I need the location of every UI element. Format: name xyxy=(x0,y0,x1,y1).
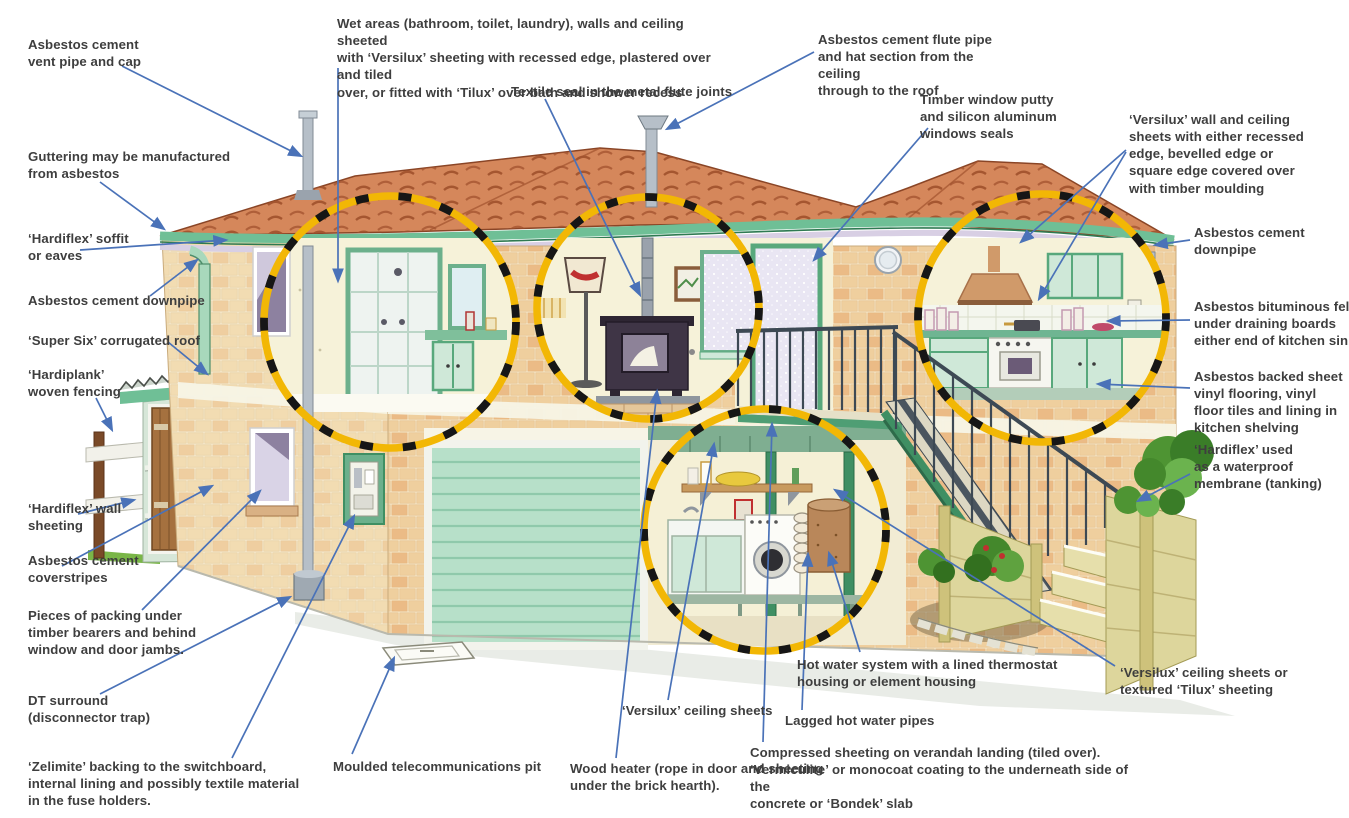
vanity-counter xyxy=(425,330,507,340)
ground-line xyxy=(177,565,1177,659)
ring-living-room xyxy=(533,193,763,423)
brick-sill xyxy=(245,505,299,517)
arrow-hardiflex-wall xyxy=(77,497,137,515)
lamp-pole xyxy=(584,292,588,382)
telecom-pit xyxy=(381,641,476,666)
arrow-versilux-wall xyxy=(1019,149,1127,244)
vent-pipe xyxy=(302,115,314,197)
roof xyxy=(159,147,1175,241)
bathroom-cutaway xyxy=(264,238,516,412)
green-downpipe xyxy=(198,263,211,375)
vent-pipe-collar xyxy=(294,190,322,200)
shower-screen xyxy=(345,247,443,400)
roof-pipes xyxy=(294,110,669,208)
toiletry-bottle xyxy=(465,311,475,331)
arrow-dt-surround xyxy=(99,595,293,695)
flute-pipe-hat xyxy=(637,115,669,130)
arrow-bituminous-felt xyxy=(1105,314,1191,327)
arrow-hardiplank-fencing xyxy=(95,397,114,433)
shower-head xyxy=(394,268,402,276)
heater-handle xyxy=(689,349,695,355)
cooking-pot xyxy=(1014,320,1040,331)
arrow-versilux-wall xyxy=(1037,151,1127,302)
arrow-textile-seal xyxy=(544,98,642,298)
arrow-coverstripes xyxy=(61,484,215,567)
vent-pipe-cap xyxy=(298,110,318,119)
arrow-ac-downpipe-left xyxy=(149,258,200,297)
flame xyxy=(630,346,658,366)
tap xyxy=(682,506,700,514)
shrubs xyxy=(918,430,1214,583)
bathroom-floor xyxy=(264,394,516,412)
ring-bathroom xyxy=(260,192,520,452)
arrow-vent-pipe-cap xyxy=(121,65,304,158)
arrow-hardiflex-tanking xyxy=(1135,473,1191,503)
arrow-packing xyxy=(141,489,262,611)
heater-top xyxy=(600,316,694,326)
arrow-ac-downpipe-right xyxy=(1152,237,1191,250)
left-lower-window xyxy=(245,427,299,517)
stair-rail-posts xyxy=(894,334,1126,588)
arrow-tilux-ceiling xyxy=(832,488,1116,667)
arrow-compressed-sheeting xyxy=(762,421,778,743)
kitchen-floor xyxy=(918,388,1166,400)
arrow-super-six-roof xyxy=(167,341,209,376)
stone-edging xyxy=(916,617,1039,657)
arrow-hot-water-system xyxy=(827,550,861,653)
arrow-guttering xyxy=(99,181,167,231)
heater-flue xyxy=(641,237,654,325)
bench-jars xyxy=(924,307,1114,331)
fence-post xyxy=(93,431,105,559)
hot-water-cylinder xyxy=(807,504,851,573)
arrow-vinyl-flooring xyxy=(1095,378,1191,391)
upper-cabinets xyxy=(1046,252,1124,300)
arrow-zelimite xyxy=(231,513,356,759)
arrow-versilux-ceiling xyxy=(667,441,718,701)
stand-plank xyxy=(656,595,870,604)
rangehood-duct xyxy=(988,246,1000,272)
kitchen-cutaway xyxy=(918,238,1166,400)
garage-roller-door xyxy=(432,448,640,642)
bench-top xyxy=(918,330,1166,338)
hearth-plate xyxy=(596,396,700,404)
undercroft-ceiling xyxy=(644,436,886,452)
arrow-wood-heater xyxy=(615,388,662,759)
roof-tiles xyxy=(160,148,1174,240)
arrow-lagged-pipes xyxy=(801,551,814,711)
arrow-telecom-pit xyxy=(351,655,396,755)
ring-kitchen xyxy=(914,190,1170,446)
right-garden xyxy=(910,430,1214,695)
rangehood xyxy=(956,273,1034,303)
arrow-hardiflex-soffit xyxy=(79,234,229,251)
callout-arrows xyxy=(61,51,1191,759)
arrow-flute-pipe xyxy=(664,51,815,131)
arrow-window-putty xyxy=(812,127,929,262)
